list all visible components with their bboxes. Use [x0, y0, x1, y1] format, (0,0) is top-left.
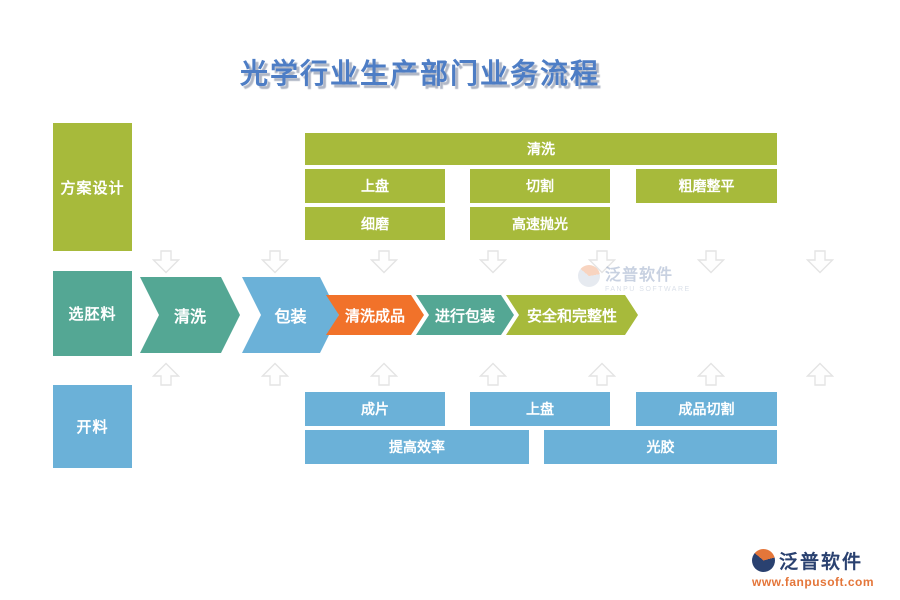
design-step-fine-grinding: 细磨 [305, 207, 445, 240]
down-arrow-icon [479, 250, 507, 274]
up-arrow-icon [152, 362, 180, 386]
up-arrow-icon [588, 362, 616, 386]
cutting-step-improve-efficiency: 提高效率 [305, 430, 529, 464]
design-step-rough-grinding: 粗磨整平 [636, 169, 777, 203]
flow-step-cleaning: 清洗 [140, 277, 240, 353]
up-arrow-icon [479, 362, 507, 386]
watermark-footer: 泛普软件 www.fanpusoft.com [752, 547, 874, 589]
design-step-cutting: 切割 [470, 169, 610, 203]
cutting-step-optical-contact: 光胶 [544, 430, 777, 464]
watermark-name: 泛普软件 [605, 267, 674, 284]
watermark-subtitle: FANPU SOFTWARE [605, 286, 691, 293]
down-arrow-icon [370, 250, 398, 274]
flow-step-safety-integrity: 安全和完整性 [506, 295, 638, 335]
up-arrow-icon [370, 362, 398, 386]
cutting-step-finished-cutting: 成品切割 [636, 392, 777, 426]
down-arrow-icon [806, 250, 834, 274]
up-arrow-icon [806, 362, 834, 386]
design-step-loading: 上盘 [305, 169, 445, 203]
up-arrow-icon [697, 362, 725, 386]
down-arrow-icon [588, 250, 616, 274]
flow-step-clean-finished: 清洗成品 [326, 295, 424, 335]
watermark-name: 泛普软件 [779, 552, 864, 573]
down-arrow-icon [152, 250, 180, 274]
flow-step-packing: 包装 [242, 277, 339, 353]
cutting-step-slicing: 成片 [305, 392, 445, 426]
down-arrow-icon [697, 250, 725, 274]
stage-select-blank: 选胚料 [53, 271, 132, 356]
watermark-url: www.fanpusoft.com [752, 575, 875, 589]
cutting-step-loading: 上盘 [470, 392, 610, 426]
design-step-high-speed-polishing: 高速抛光 [470, 207, 610, 240]
down-arrow-icon [261, 250, 289, 274]
fanpu-logo-icon [752, 549, 775, 572]
flow-step-do-packing: 进行包装 [416, 295, 514, 335]
page-title: 光学行业生产部门业务流程 [239, 58, 600, 89]
stage-cutting: 开料 [53, 385, 132, 468]
design-step-cleaning: 清洗 [305, 133, 777, 165]
up-arrow-icon [261, 362, 289, 386]
stage-design: 方案设计 [53, 123, 132, 251]
